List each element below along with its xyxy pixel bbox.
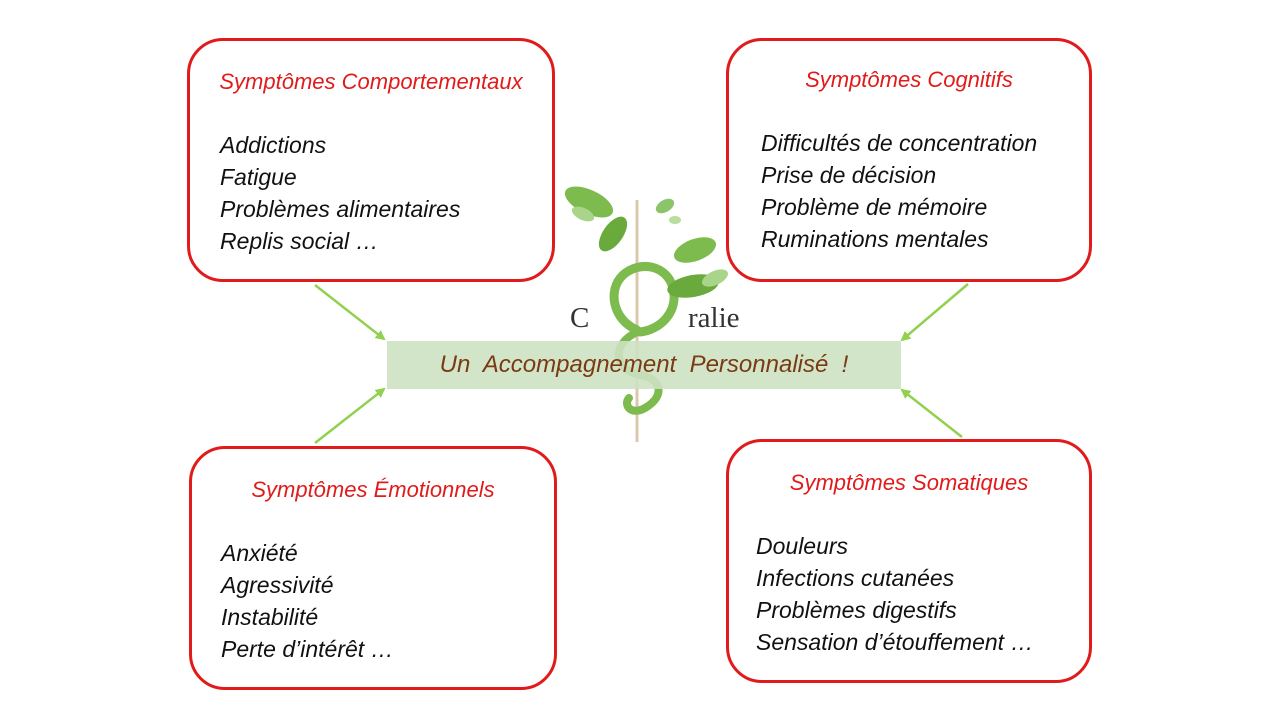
logo-letter-c: C — [570, 302, 590, 334]
arrow-behavioral — [314, 284, 386, 341]
coralie-logo-plant — [564, 186, 729, 442]
box-behavioral-symptoms: Symptômes Comportementaux Addictions Fat… — [187, 38, 555, 282]
logo-text-ralie: ralie — [688, 302, 740, 334]
list-item: Difficultés de concentration — [761, 130, 1038, 156]
symptom-list: Difficultés de concentration Prise de dé… — [761, 127, 1037, 255]
list-item: Fatigue — [220, 164, 297, 190]
arrow-cognitive — [900, 283, 969, 342]
list-item: Problème de mémoire — [761, 194, 988, 220]
list-item: Anxiété — [221, 540, 298, 566]
list-item: Sensation d’étouffement … — [756, 629, 1034, 655]
list-item: Douleurs — [756, 533, 849, 559]
list-item: Problèmes digestifs — [756, 597, 957, 623]
list-item: Addictions — [220, 132, 327, 158]
box-title: Symptômes Comportementaux — [219, 69, 523, 94]
central-banner: Un Accompagnement Personnalisé ! — [387, 341, 901, 389]
list-item: Agressivité — [221, 572, 334, 598]
symptom-list: Anxiété Agressivité Instabilité Perte d’… — [221, 537, 394, 665]
arrow-emotional — [314, 387, 386, 444]
list-item: Replis social … — [220, 228, 379, 254]
box-title: Symptômes Émotionnels — [251, 477, 495, 502]
symptom-list: Douleurs Infections cutanées Problèmes d… — [756, 530, 1033, 658]
banner-text: Un Accompagnement Personnalisé ! — [439, 351, 849, 378]
symptom-list: Addictions Fatigue Problèmes alimentaire… — [220, 129, 460, 257]
box-somatic-symptoms: Symptômes Somatiques Douleurs Infections… — [726, 439, 1092, 683]
list-item: Instabilité — [221, 604, 319, 630]
list-item: Infections cutanées — [756, 565, 955, 591]
box-title: Symptômes Somatiques — [789, 470, 1029, 495]
box-title: Symptômes Cognitifs — [805, 67, 1013, 92]
list-item: Perte d’intérêt … — [221, 636, 394, 662]
list-item: Problèmes alimentaires — [220, 196, 461, 222]
list-item: Prise de décision — [761, 162, 937, 188]
arrow-somatic — [900, 388, 963, 438]
box-emotional-symptoms: Symptômes Émotionnels Anxiété Agressivit… — [189, 446, 557, 690]
box-cognitive-symptoms: Symptômes Cognitifs Difficultés de conce… — [726, 38, 1092, 282]
list-item: Ruminations mentales — [761, 226, 989, 252]
